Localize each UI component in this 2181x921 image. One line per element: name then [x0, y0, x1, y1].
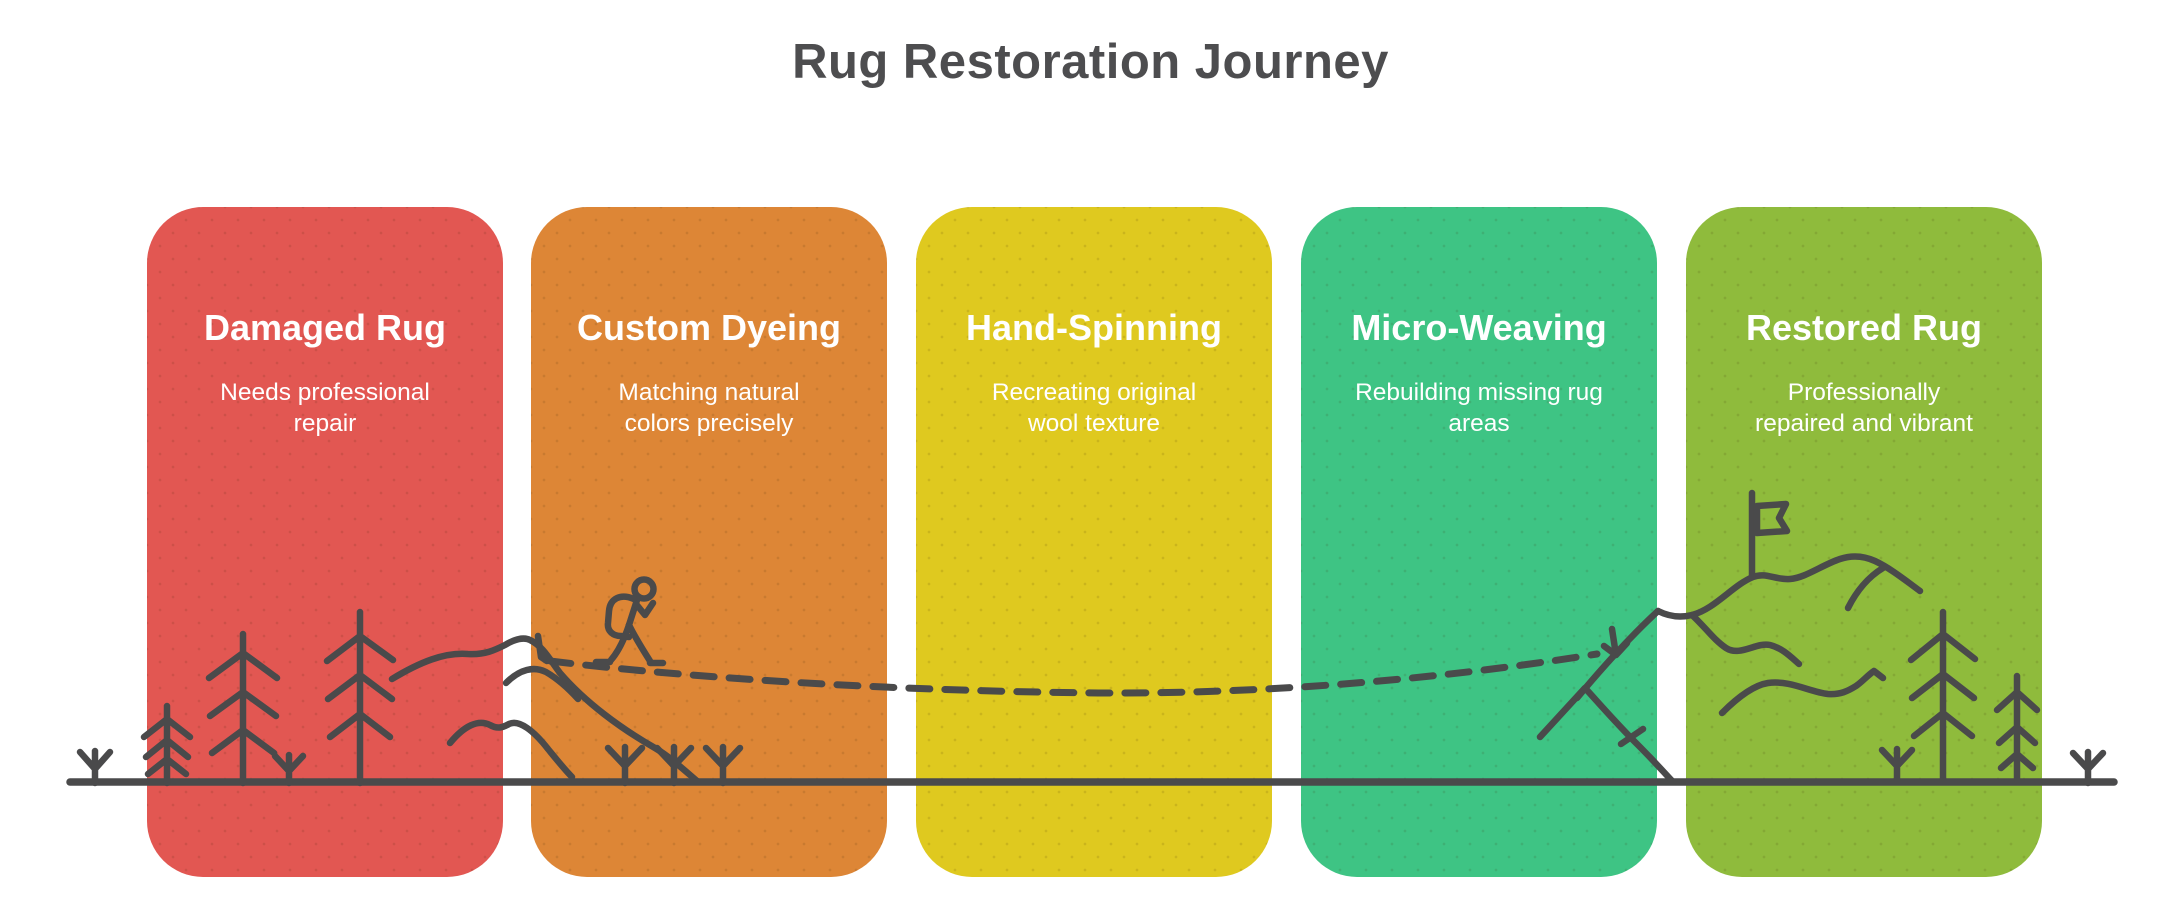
stage-card-hand-spinning: Hand-Spinning Recreating original wool t… [916, 207, 1272, 877]
stage-card-custom-dyeing: Custom Dyeing Matching natural colors pr… [531, 207, 887, 877]
stage-description: Professionally repaired and vibrant [1686, 377, 2042, 439]
desc-line: Recreating original [991, 379, 1197, 406]
desc-line: wool texture [1027, 410, 1161, 437]
desc-line: repair [293, 410, 357, 437]
stage-title: Micro-Weaving [1351, 307, 1607, 348]
page-title: Rug Restoration Journey [792, 35, 1389, 89]
stage-card-restored-rug: Restored Rug Professionally repaired and… [1686, 207, 2042, 877]
stage-description: Needs professional repair [147, 377, 503, 439]
desc-line: areas [1448, 410, 1510, 437]
desc-line: repaired and vibrant [1755, 410, 1973, 437]
stage-description: Rebuilding missing rug areas [1301, 377, 1657, 439]
stage-description: Recreating original wool texture [916, 377, 1272, 439]
stage-title: Restored Rug [1745, 307, 1983, 348]
stage-title: Custom Dyeing [576, 307, 842, 348]
desc-line: Rebuilding missing rug [1355, 379, 1603, 406]
stage-title: Hand-Spinning [966, 307, 1222, 348]
desc-line: Professionally [1787, 379, 1941, 406]
stage-title: Damaged Rug [203, 307, 447, 348]
stage-card-damaged-rug: Damaged Rug Needs professional repair [147, 207, 503, 877]
stage-card-micro-weaving: Micro-Weaving Rebuilding missing rug are… [1301, 207, 1657, 877]
desc-line: Matching natural [618, 379, 800, 406]
desc-line: Needs professional [220, 379, 430, 406]
stage-description: Matching natural colors precisely [531, 377, 887, 439]
desc-line: colors precisely [624, 410, 794, 437]
